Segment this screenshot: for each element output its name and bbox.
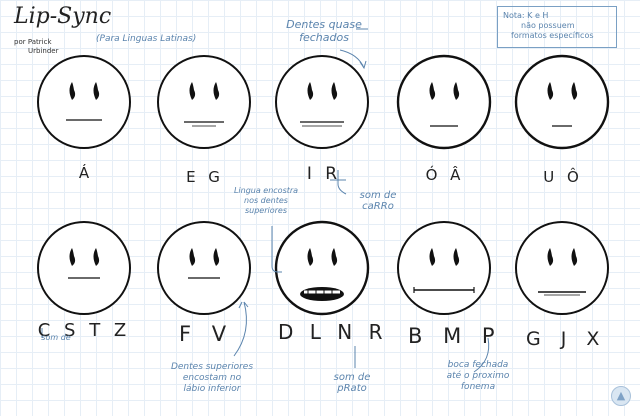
face-label-u-o: U Ô [543, 168, 583, 186]
note-box: Nota: K e H não possuem formatos específ… [497, 6, 617, 48]
annotation-dentes-quase-line-1: Dentes quase [286, 18, 362, 31]
face-e-g [157, 55, 251, 149]
face-label-a: Á [78, 164, 94, 182]
author-credit: por Patrick Urbinder [14, 38, 58, 56]
annotation-boca-fechada: boca fechada até o proximo fonema [430, 360, 526, 393]
face-d-l-n-r [274, 220, 370, 316]
face-label-i-r: I R [306, 164, 342, 184]
annotation-dentes-quase-line-2: fechados [299, 31, 349, 44]
author-line-2: Urbinder [28, 47, 59, 55]
annotation-dentes-quase: Dentes quase fechados [276, 18, 372, 44]
face-label-e-g: E G [186, 168, 224, 186]
annotation-lingua-line-2: nos dentes [244, 196, 288, 205]
annotation-lines [41, 28, 490, 373]
annotation-som-carro-line-2: caRRo [362, 201, 394, 212]
annotation-lingua: Lingua encostra nos dentes superiores [226, 186, 306, 216]
annotation-som-prato: som de pRato [322, 372, 382, 394]
annotation-dentes-superiores-line-1: Dentes superiores [170, 362, 254, 372]
face-label-g-j-x: G J X [526, 328, 607, 350]
page-title: Lip-Sync [14, 4, 112, 29]
annotation-lingua-line-3: superiores [244, 206, 288, 215]
scroll-top-button[interactable]: ▲ [611, 386, 631, 406]
annotation-som-carro: som de caRRo [350, 190, 406, 212]
annotation-boca-fechada-line-2: até o proximo [446, 371, 510, 381]
annotation-boca-fechada-line-3: fonema [460, 382, 496, 392]
face-b-m-p [397, 221, 491, 315]
annotation-dentes-superiores: Dentes superiores encostam no lábio infe… [166, 362, 258, 395]
face-u-o [514, 54, 610, 150]
face-f-v [157, 221, 251, 315]
subtitle: (Para Linguas Latinas) [96, 34, 197, 44]
face-o-a [396, 54, 492, 150]
face-label-d-l-n-r: D L N R [278, 320, 388, 344]
face-label-f-v: F V [178, 322, 234, 346]
face-label-b-m-p: B M P [408, 324, 502, 348]
annotation-som-prato-line-2: pRato [337, 383, 367, 394]
face-label-c-s-t-z: C S T Z [37, 320, 131, 341]
face-g-j-x [515, 221, 609, 315]
face-i-r [275, 55, 369, 149]
annotation-dentes-superiores-line-3: lábio inferior [183, 384, 241, 394]
annotation-lingua-line-1: Lingua encostra [233, 186, 299, 195]
face-a [37, 55, 131, 149]
annotation-som-prato-line-1: som de [333, 372, 371, 383]
note-line-2: não possuem [521, 21, 575, 30]
note-line-3: formatos específicos [511, 31, 594, 40]
annotation-som-de: som de [41, 333, 71, 342]
author-line-1: por Patrick [14, 38, 52, 46]
annotation-som-carro-line-1: som de [359, 190, 397, 201]
face-c-s-t-z [37, 221, 131, 315]
note-line-1: Nota: K e H [503, 11, 549, 20]
face-label-o-a: Ó Â [425, 166, 465, 184]
annotation-dentes-superiores-line-2: encostam no [182, 373, 242, 383]
annotation-boca-fechada-line-1: boca fechada [447, 360, 509, 370]
